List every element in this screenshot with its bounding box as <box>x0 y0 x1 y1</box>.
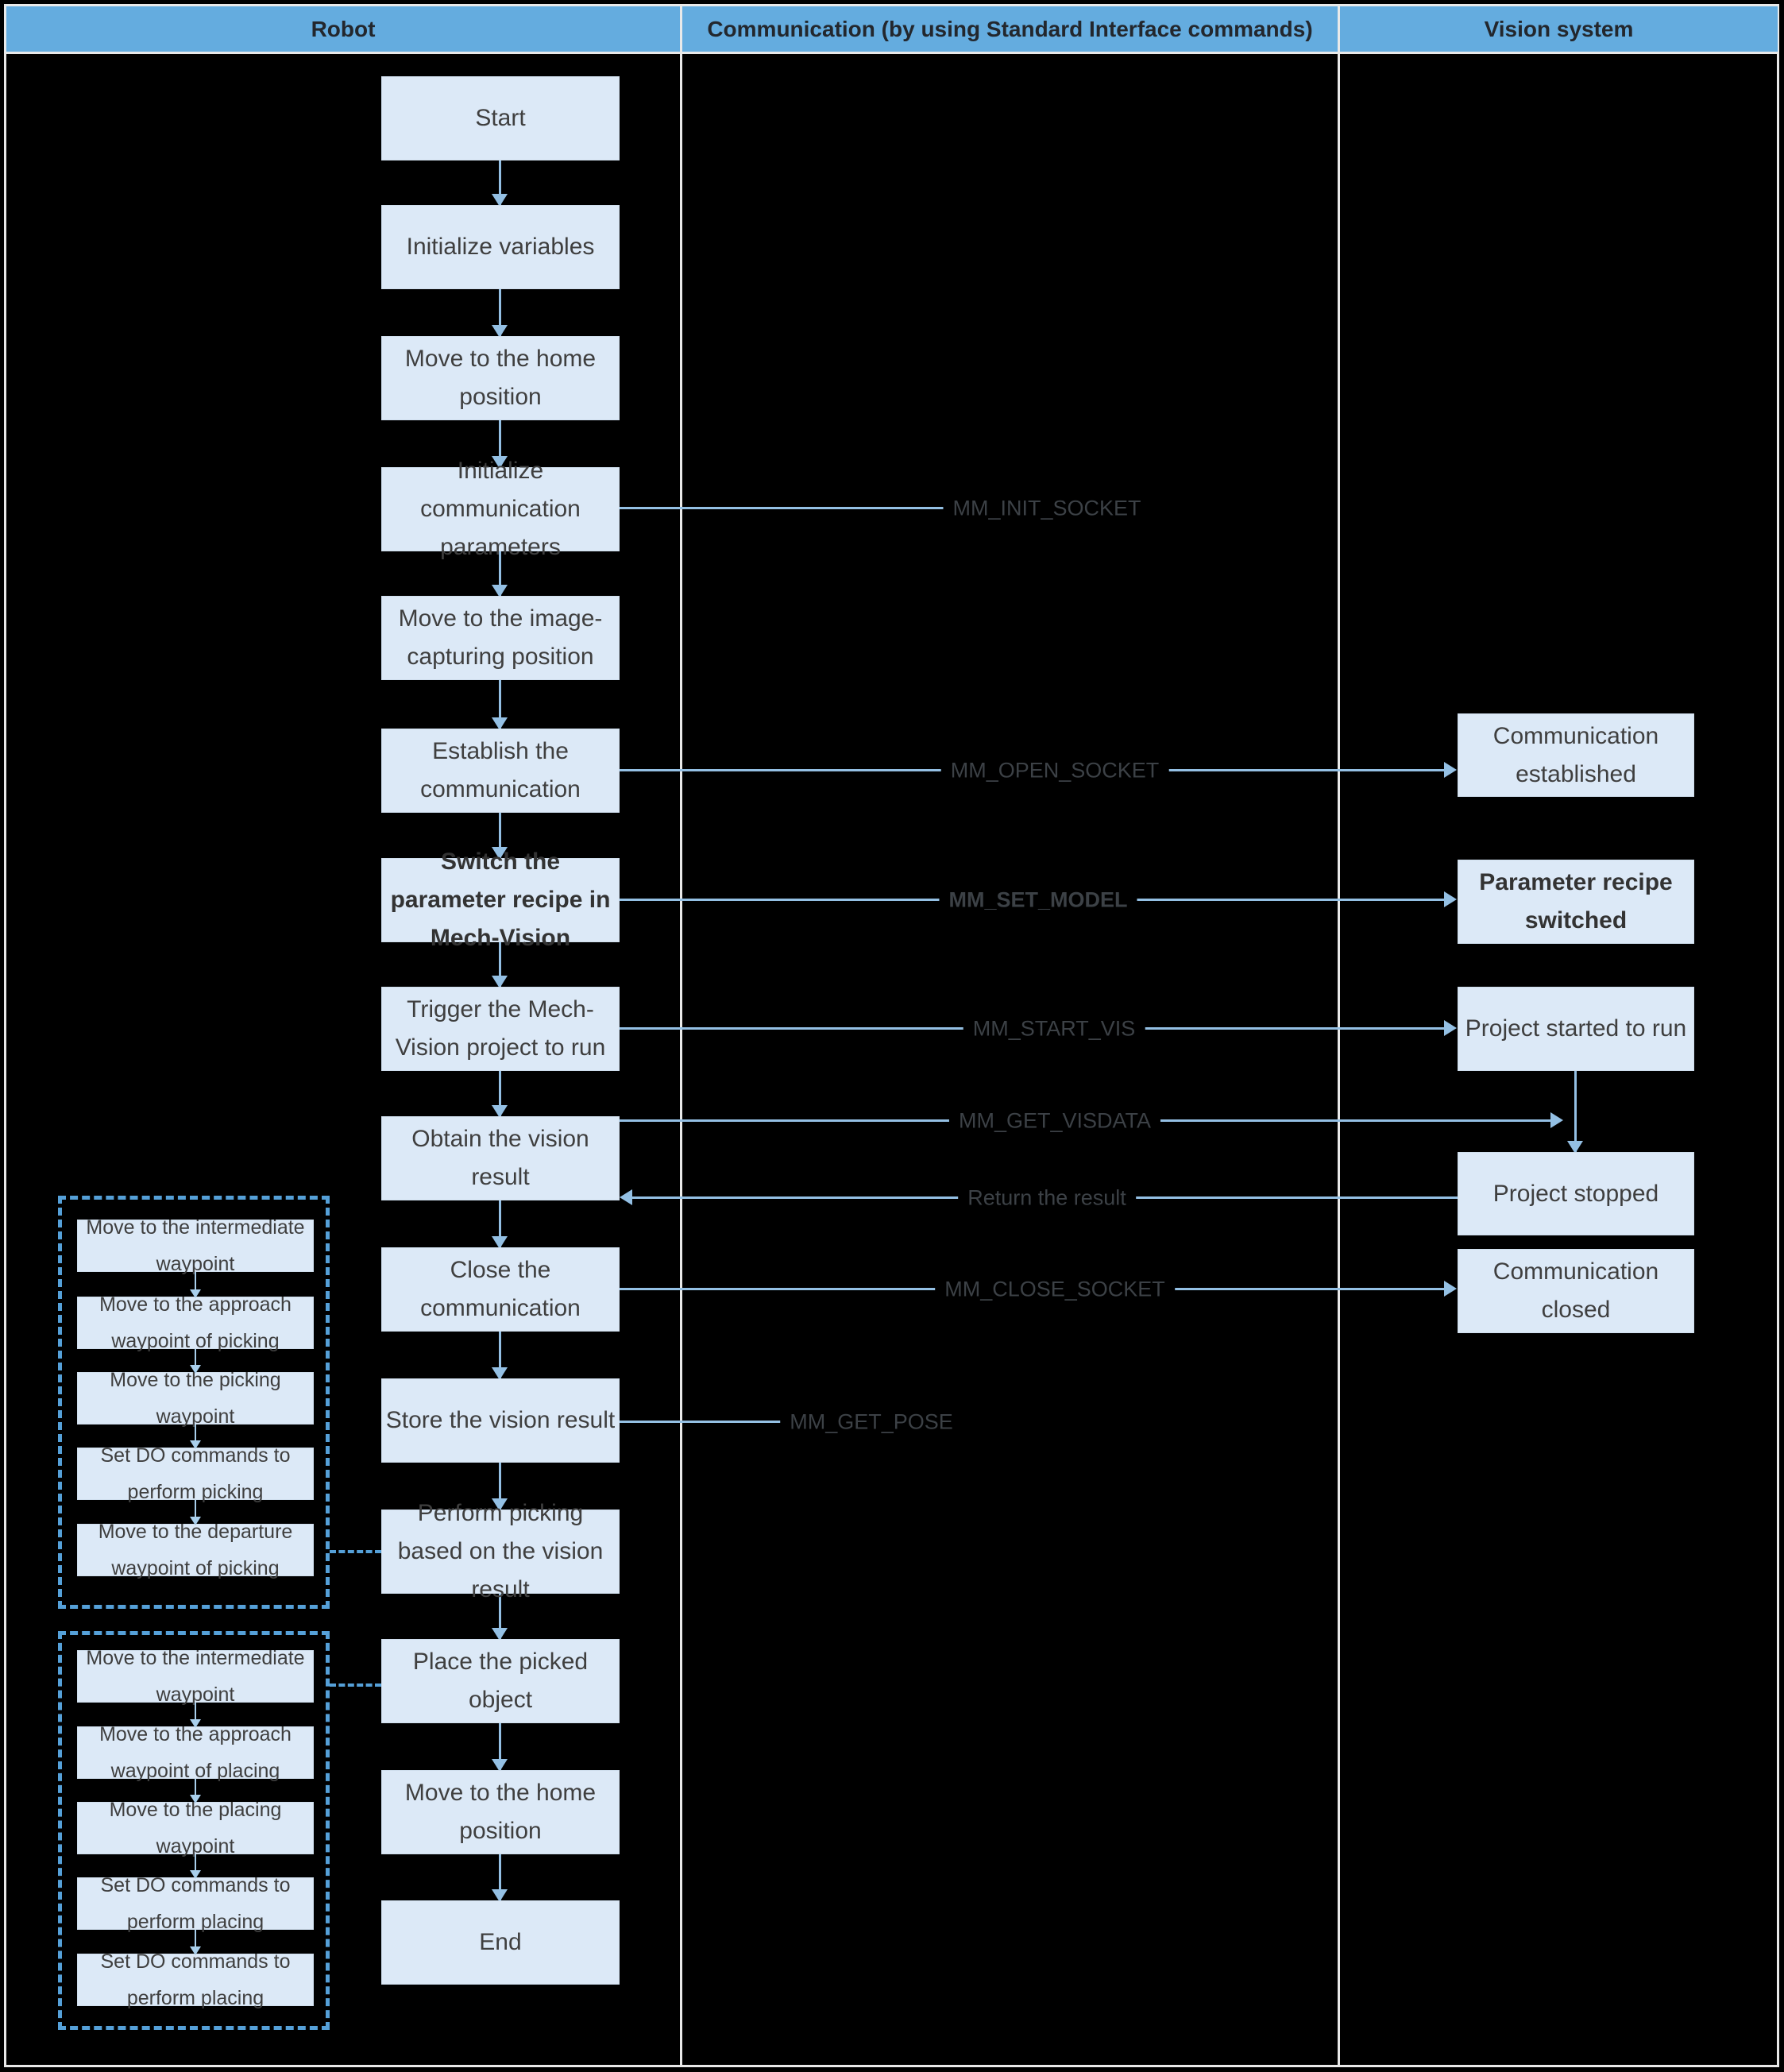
flow-arrow <box>492 1463 508 1511</box>
picking-step: Move to the intermediate waypoint <box>77 1216 314 1275</box>
flow-arrow <box>492 160 508 207</box>
flow-box-initialize-variables: Initialize variables <box>381 205 620 289</box>
flow-box-init-comm-params: Initialize communication parameters <box>381 458 620 560</box>
flow-arrow-project-run-to-stopped <box>1567 1071 1583 1154</box>
comm-label-mm-open-socket: MM_OPEN_SOCKET <box>940 758 1169 783</box>
header-bottom-line <box>6 52 1778 54</box>
line-mm-get-pose <box>620 1421 790 1423</box>
line-mm-init-socket <box>620 507 949 509</box>
flow-box-establish-comm: Establish the communication <box>381 729 620 813</box>
flow-arrow <box>492 289 508 338</box>
flow-arrow <box>492 813 508 860</box>
flow-arrow <box>190 1272 201 1298</box>
flow-box-move-home-1: Move to the home position <box>381 336 620 420</box>
vision-box-recipe-switched: Parameter recipe switched <box>1458 860 1694 944</box>
comm-label-mm-start-vis: MM_START_VIS <box>963 1016 1145 1042</box>
picking-step: Move to the departure waypoint of pickin… <box>77 1521 314 1579</box>
outer-frame <box>4 4 1779 2067</box>
lane-divider-communication-vision <box>1338 6 1340 2066</box>
picking-step: Move to the picking waypoint <box>77 1369 314 1428</box>
comm-label-mm-set-model: MM_SET_MODEL <box>939 887 1137 913</box>
picking-step: Set DO commands to perform picking <box>77 1444 314 1503</box>
placing-step: Set DO commands to perform placing <box>77 1950 314 2009</box>
picking-waypoint-group <box>58 1196 330 1609</box>
flow-arrow <box>190 1500 201 1525</box>
flow-arrow <box>190 1703 201 1728</box>
lane-divider-robot-communication <box>680 6 682 2066</box>
picking-step: Move to the approach waypoint of picking <box>77 1293 314 1352</box>
placing-step: Move to the placing waypoint <box>77 1799 314 1857</box>
flow-arrow <box>492 1332 508 1380</box>
placing-group-connector <box>330 1684 381 1687</box>
flow-arrow <box>190 1854 201 1879</box>
flow-arrow <box>492 1723 508 1772</box>
lane-header-robot: Robot <box>6 6 680 52</box>
flow-arrow <box>492 1200 508 1249</box>
lane-header-vision: Vision system <box>1340 6 1778 52</box>
comm-label-mm-get-pose: MM_GET_POSE <box>780 1409 963 1435</box>
vision-box-comm-closed: Communication closed <box>1458 1249 1694 1333</box>
flow-box-store-vision-result: Store the vision result <box>381 1378 620 1463</box>
vision-box-comm-established: Communication established <box>1458 713 1694 797</box>
flow-box-end: End <box>381 1900 620 1985</box>
flow-box-switch-recipe: Switch the parameter recipe in Mech-Visi… <box>381 849 620 951</box>
flow-box-place-object: Place the picked object <box>381 1639 620 1723</box>
flow-box-perform-picking: Perform picking based on the vision resu… <box>381 1500 620 1602</box>
flow-arrow <box>190 1930 201 1955</box>
placing-step: Move to the intermediate waypoint <box>77 1647 314 1706</box>
flow-arrow <box>190 1779 201 1803</box>
picking-group-connector <box>330 1550 381 1553</box>
flow-box-obtain-vision-result: Obtain the vision result <box>381 1116 620 1200</box>
comm-label-mm-init-socket: MM_INIT_SOCKET <box>943 496 1151 521</box>
placing-step: Set DO commands to perform placing <box>77 1874 314 1933</box>
flow-box-start: Start <box>381 76 620 160</box>
flow-arrow <box>190 1424 201 1449</box>
flow-arrow <box>492 942 508 988</box>
flow-box-trigger-project: Trigger the Mech-Vision project to run <box>381 987 620 1071</box>
flow-arrow <box>492 1854 508 1902</box>
flow-arrow <box>492 1594 508 1641</box>
flow-arrow <box>492 551 508 597</box>
flow-arrow <box>492 1071 508 1118</box>
flow-box-move-image-capturing: Move to the image-capturing position <box>381 596 620 680</box>
flow-box-close-comm: Close the communication <box>381 1247 620 1332</box>
comm-label-return-result: Return the result <box>958 1185 1136 1211</box>
comm-label-mm-close-socket: MM_CLOSE_SOCKET <box>935 1277 1175 1302</box>
flow-arrow <box>492 420 508 469</box>
lane-header-communication: Communication (by using Standard Interfa… <box>682 6 1338 52</box>
vision-box-project-started: Project started to run <box>1458 987 1694 1071</box>
placing-step: Move to the approach waypoint of placing <box>77 1723 314 1782</box>
flow-box-move-home-2: Move to the home position <box>381 1770 620 1854</box>
flow-arrow <box>492 680 508 730</box>
comm-label-mm-get-visdata: MM_GET_VISDATA <box>948 1108 1161 1134</box>
vision-box-project-stopped: Project stopped <box>1458 1152 1694 1235</box>
placing-waypoint-group <box>58 1631 330 2030</box>
flow-arrow <box>190 1349 201 1374</box>
